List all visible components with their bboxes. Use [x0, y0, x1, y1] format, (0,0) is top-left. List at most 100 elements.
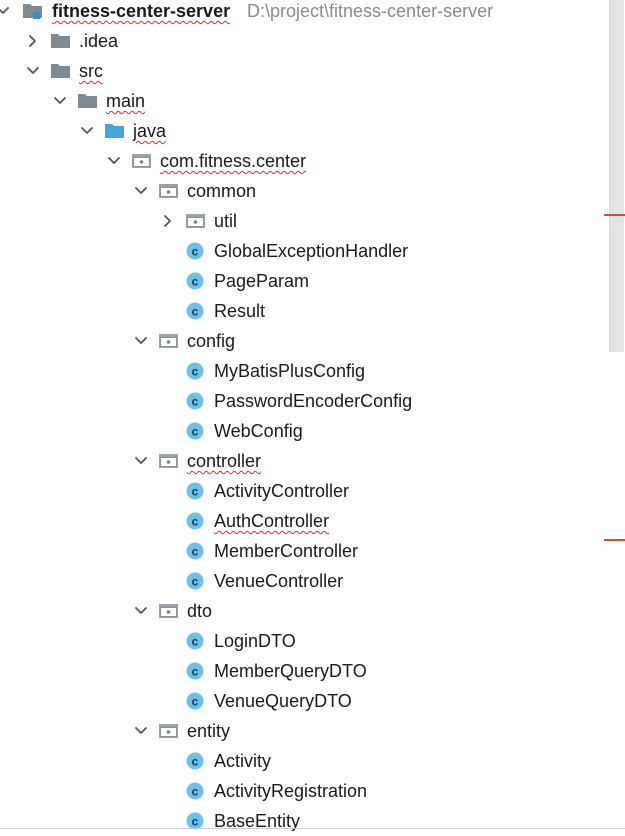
tree-item[interactable]: c AuthController	[0, 506, 600, 536]
tree-item[interactable]: config	[0, 326, 600, 356]
chevron-down-icon[interactable]	[78, 122, 96, 140]
package-icon	[158, 451, 180, 476]
tree-item-label: BaseEntity	[214, 811, 301, 831]
class-icon: c	[185, 811, 207, 836]
tree-item-label: ActivityRegistration	[214, 781, 368, 801]
chevron-down-icon[interactable]	[0, 2, 12, 20]
tree-item-label: dto	[187, 601, 213, 621]
tree-item[interactable]: c PageParam	[0, 266, 600, 296]
package-icon	[158, 721, 180, 746]
project-tree: fitness-center-server D:\project\fitness-…	[0, 0, 600, 831]
tree-item[interactable]: c GlobalExceptionHandler	[0, 236, 600, 266]
chevron-down-icon[interactable]	[105, 152, 123, 170]
folder-icon	[77, 91, 99, 116]
class-icon: c	[185, 481, 207, 506]
svg-text:c: c	[192, 245, 199, 259]
tree-item-label: MemberController	[214, 541, 359, 561]
tree-item-label: src	[79, 61, 103, 81]
tree-item-label: com.fitness.center	[160, 151, 307, 171]
tree-item-label: Result	[214, 301, 266, 321]
svg-text:c: c	[192, 485, 199, 499]
tree-item[interactable]: entity	[0, 716, 600, 746]
vertical-scrollbar-thumb[interactable]	[609, 0, 624, 352]
class-icon: c	[185, 391, 207, 416]
tree-item-label: VenueQueryDTO	[214, 691, 352, 711]
tree-item-label: GlobalExceptionHandler	[214, 241, 409, 261]
tree-item[interactable]: c BaseEntity	[0, 806, 600, 836]
class-icon: c	[185, 271, 207, 296]
tree-item[interactable]: util	[0, 206, 600, 236]
tree-item-label: VenueController	[214, 571, 344, 591]
package-icon	[158, 331, 180, 356]
svg-text:c: c	[192, 665, 199, 679]
tree-item[interactable]: c LoginDTO	[0, 626, 600, 656]
tree-item-label: AuthController	[214, 511, 330, 531]
tree-item-label: java	[133, 121, 167, 141]
tree-item[interactable]: c VenueController	[0, 566, 600, 596]
class-icon: c	[185, 631, 207, 656]
tree-item[interactable]: c MyBatisPlusConfig	[0, 356, 600, 386]
tree-item-label: ActivityController	[214, 481, 350, 501]
tree-item[interactable]: c PasswordEncoderConfig	[0, 386, 600, 416]
source-folder-icon	[104, 121, 126, 146]
tree-item-label: main	[106, 91, 146, 111]
tree-item[interactable]: common	[0, 176, 600, 206]
chevron-down-icon[interactable]	[51, 92, 69, 110]
tree-item[interactable]: main	[0, 86, 600, 116]
svg-text:c: c	[192, 635, 199, 649]
chevron-right-icon[interactable]	[24, 32, 42, 50]
class-icon: c	[185, 511, 207, 536]
tree-item[interactable]: c MemberController	[0, 536, 600, 566]
tree-item-label: Activity	[214, 751, 272, 771]
tree-item[interactable]: controller	[0, 446, 600, 476]
svg-text:c: c	[192, 575, 199, 589]
svg-text:c: c	[192, 785, 199, 799]
tree-item[interactable]: c ActivityController	[0, 476, 600, 506]
chevron-down-icon[interactable]	[132, 452, 150, 470]
tree-item-label: PasswordEncoderConfig	[214, 391, 413, 411]
tree-item-label: config	[187, 331, 236, 351]
tree-item-label: LoginDTO	[214, 631, 296, 651]
svg-text:c: c	[192, 425, 199, 439]
tree-item[interactable]: .idea	[0, 26, 600, 56]
chevron-down-icon[interactable]	[132, 332, 150, 350]
tree-item-label: MyBatisPlusConfig	[214, 361, 366, 381]
error-stripe-marker[interactable]	[604, 539, 625, 541]
chevron-down-icon[interactable]	[132, 182, 150, 200]
svg-text:c: c	[192, 815, 199, 829]
class-icon: c	[185, 361, 207, 386]
tree-item[interactable]: c ActivityRegistration	[0, 776, 600, 806]
class-icon: c	[185, 691, 207, 716]
chevron-down-icon[interactable]	[132, 722, 150, 740]
chevron-right-icon[interactable]	[159, 212, 177, 230]
svg-text:c: c	[192, 395, 199, 409]
class-icon: c	[185, 751, 207, 776]
package-icon	[185, 211, 207, 236]
tree-item-label: .idea	[79, 31, 119, 51]
class-icon: c	[185, 781, 207, 806]
chevron-down-icon[interactable]	[24, 62, 42, 80]
tree-item[interactable]: src	[0, 56, 600, 86]
chevron-down-icon[interactable]	[132, 602, 150, 620]
folder-icon	[50, 61, 72, 86]
tree-item-label: PageParam	[214, 271, 310, 291]
class-icon: c	[185, 541, 207, 566]
tree-item-label: fitness-center-server	[52, 1, 231, 21]
module-folder-icon	[22, 1, 44, 26]
tree-item[interactable]: fitness-center-server D:\project\fitness-…	[0, 0, 600, 26]
svg-text:c: c	[192, 515, 199, 529]
svg-text:c: c	[192, 545, 199, 559]
tree-item-label: common	[187, 181, 257, 201]
class-icon: c	[185, 661, 207, 686]
package-icon	[158, 601, 180, 626]
tree-item[interactable]: c VenueQueryDTO	[0, 686, 600, 716]
project-path: D:\project\fitness-center-server	[247, 1, 494, 21]
tree-item[interactable]: com.fitness.center	[0, 146, 600, 176]
error-stripe-marker[interactable]	[604, 214, 625, 216]
tree-item[interactable]: c Activity	[0, 746, 600, 776]
tree-item[interactable]: java	[0, 116, 600, 146]
tree-item[interactable]: dto	[0, 596, 600, 626]
